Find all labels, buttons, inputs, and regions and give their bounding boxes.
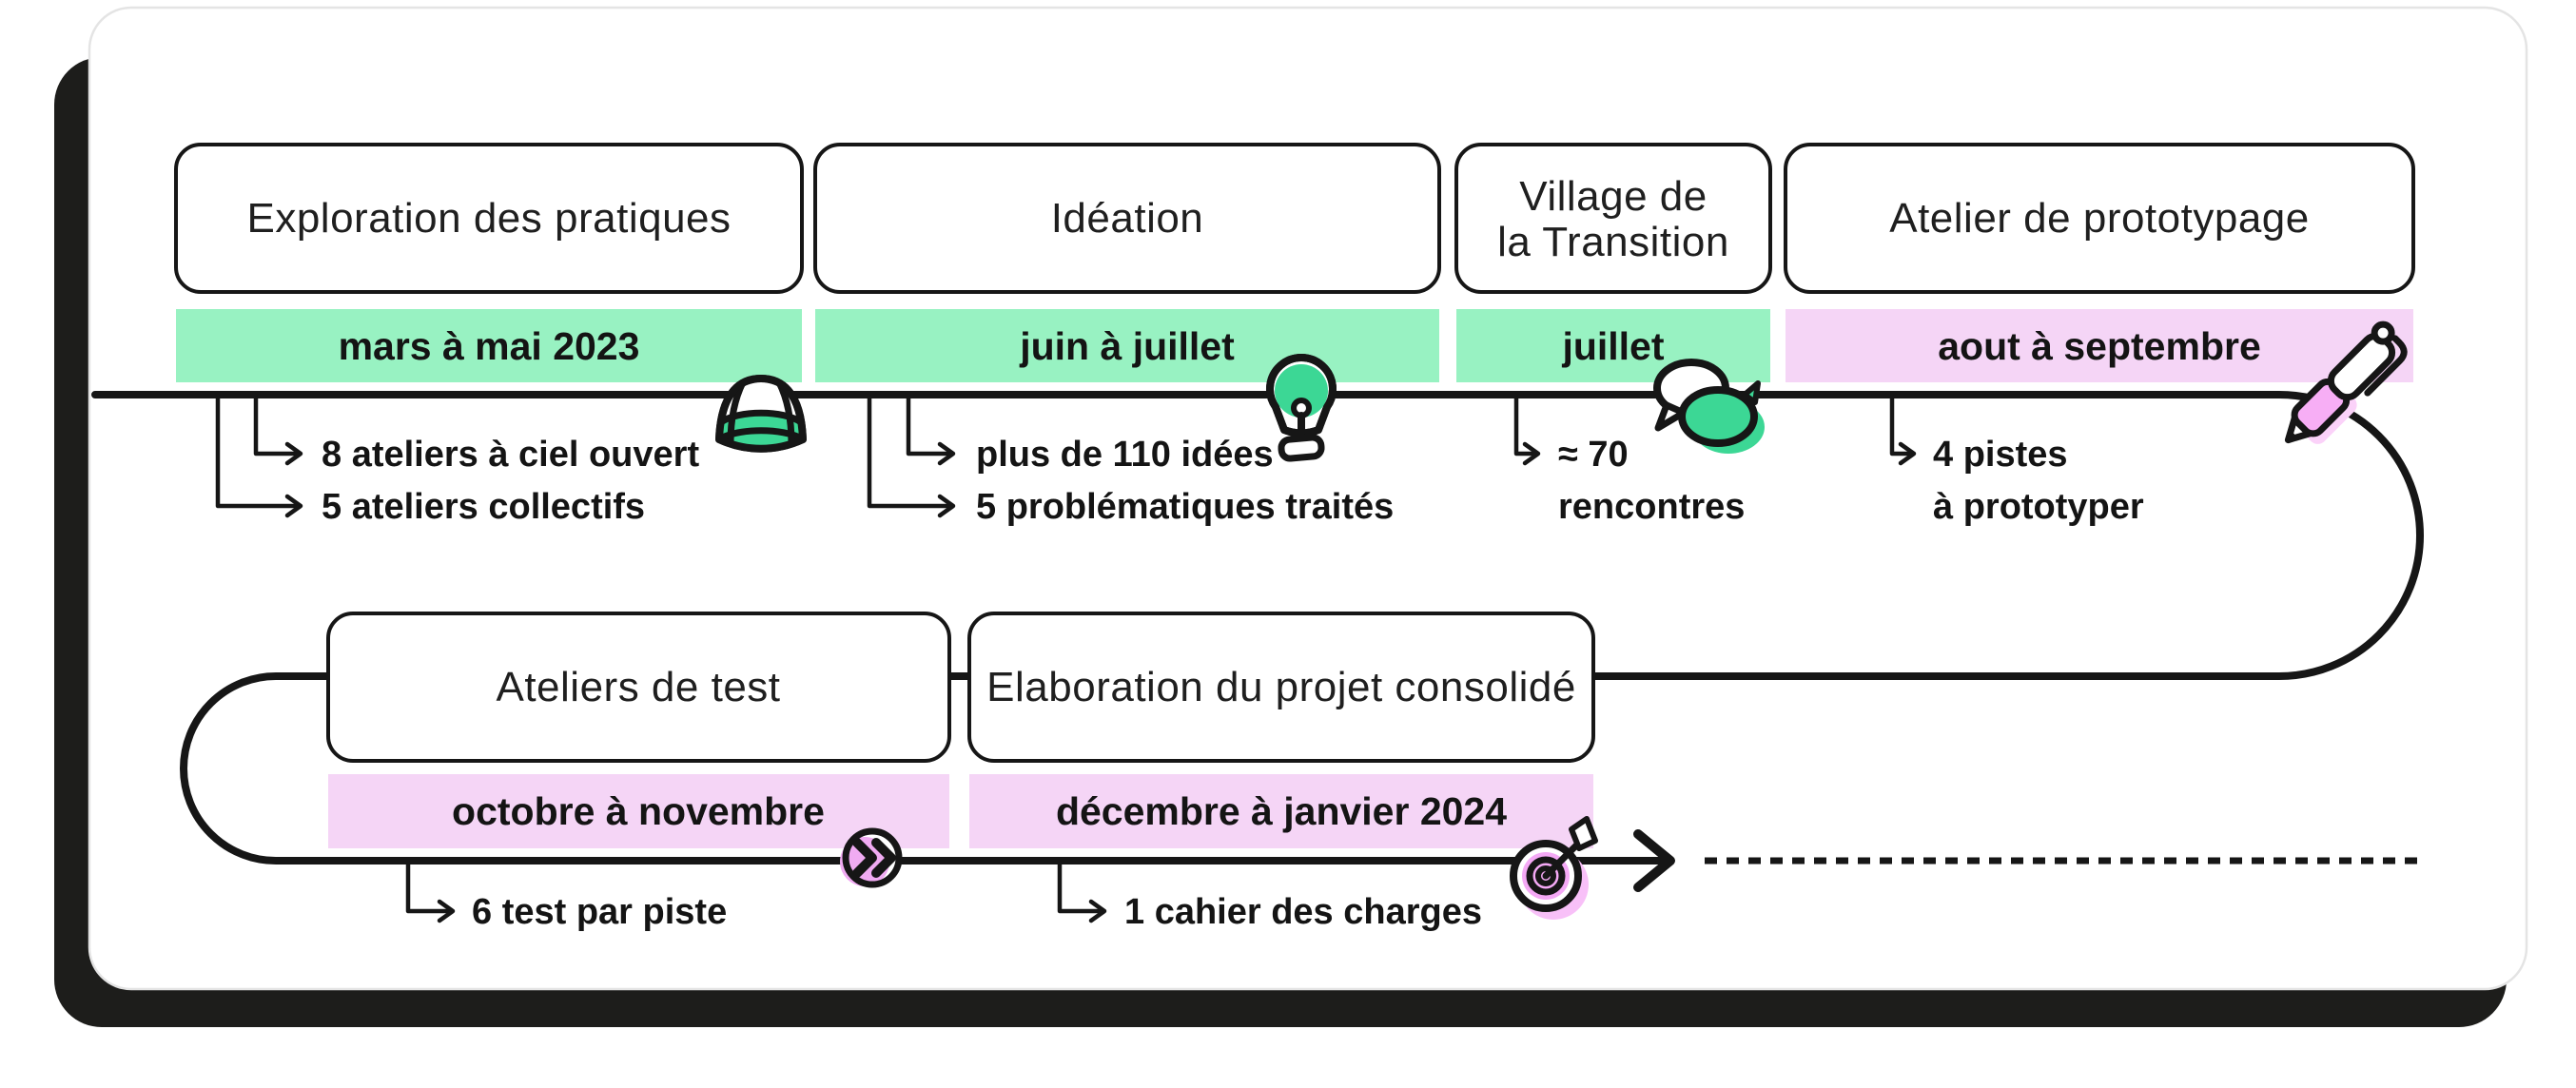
period-band: [328, 774, 949, 848]
connector-line: [405, 860, 450, 914]
phase-box-test: [326, 612, 951, 763]
phase-label: Atelier de prototypage: [1889, 195, 2310, 242]
pen-icon: [2284, 321, 2408, 444]
timeline-path: [91, 391, 2424, 865]
timeline-arrowhead-icon: [1633, 829, 1675, 892]
item-text: 1 cahier des charges: [1124, 892, 1482, 932]
item-text: ≈ 70: [1558, 435, 1629, 475]
period-label: mars à mai 2023: [339, 324, 640, 368]
item-text: rencontres: [1558, 487, 1745, 527]
period-label: octobre à novembre: [452, 789, 825, 833]
phase-box-ideation: [813, 143, 1441, 294]
period-label: juin à juillet: [1019, 324, 1235, 368]
connector-line: [1889, 394, 1911, 457]
period-label: aout à septembre: [1938, 324, 2261, 368]
connector-line: [253, 394, 298, 457]
phase-label: Elaboration du projet consolidé: [986, 664, 1576, 710]
connector-line: [1513, 394, 1535, 457]
item-text: 8 ateliers à ciel ouvert: [322, 435, 699, 475]
item-text: plus de 110 idées: [976, 435, 1274, 475]
phase-label: la Transition: [1497, 219, 1729, 265]
item-text: 5 problématiques traités: [976, 487, 1394, 527]
target-icon: [1510, 816, 1598, 920]
arrow-icon: [1522, 441, 1541, 466]
connector-line: [906, 394, 950, 457]
phase-box-consolide: [967, 612, 1595, 763]
period-band: [1786, 309, 2413, 382]
connector-line: [215, 394, 298, 509]
arrow-icon: [1088, 899, 1107, 923]
connector-line: [867, 394, 950, 509]
speech-bubbles-icon: [1653, 359, 1765, 454]
phase-box-village: [1454, 143, 1772, 294]
phase-label: Village de: [1519, 173, 1707, 220]
phase-label: Ateliers de test: [496, 664, 780, 710]
period-label: décembre à janvier 2024: [1056, 789, 1507, 833]
phase-label: Exploration des pratiques: [246, 195, 731, 242]
item-text: 5 ateliers collectifs: [322, 487, 645, 527]
period-band: [176, 309, 802, 382]
period-band: [815, 309, 1439, 382]
phase-box-prototypage: [1784, 143, 2415, 294]
arrow-icon: [437, 899, 456, 923]
phase-label: Idéation: [1051, 195, 1204, 242]
arrow-icon: [937, 494, 956, 518]
phase-box-exploration: [174, 143, 804, 294]
fast-forward-icon: [840, 827, 903, 888]
connector-line: [1057, 860, 1102, 914]
arrow-icon: [1898, 441, 1917, 466]
period-label: juillet: [1561, 324, 1664, 368]
item-text: 4 pistes: [1933, 435, 2068, 475]
item-text: à prototyper: [1933, 487, 2144, 527]
period-band: [969, 774, 1593, 848]
lightbulb-icon: [1266, 354, 1337, 462]
arrow-icon: [937, 441, 956, 466]
globe-dome-icon: [715, 375, 807, 453]
arrow-icon: [284, 494, 303, 518]
item-text: 6 test par piste: [472, 892, 727, 932]
arrow-icon: [284, 441, 303, 466]
connector-group: [215, 394, 1917, 923]
